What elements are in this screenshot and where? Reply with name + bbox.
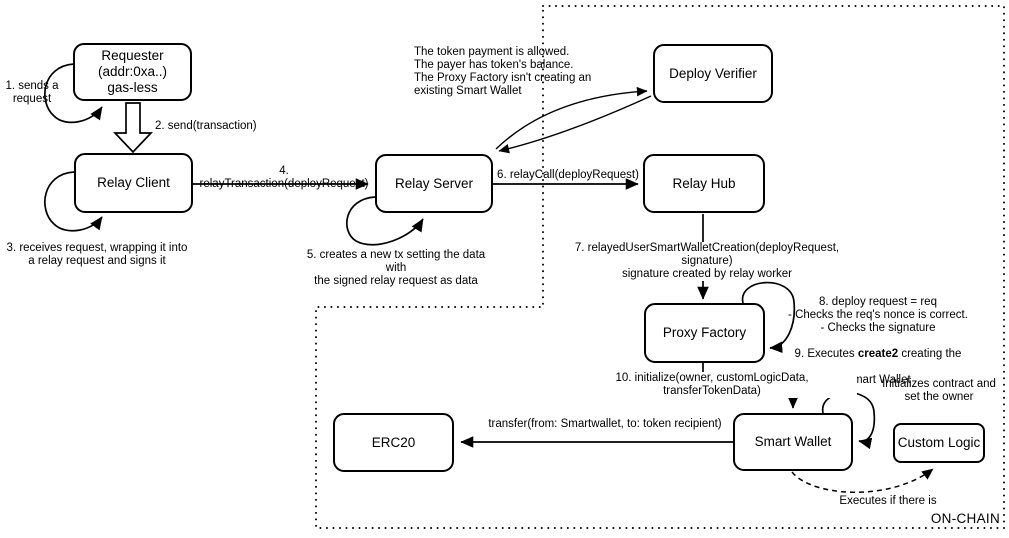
send-transaction-arrow [113,102,153,154]
step8-lines: 8. deploy request = req - Checks the req… [788,296,968,334]
node-deploy-verifier: Deploy Verifier [653,44,773,103]
requester-self-loop [44,63,103,124]
step10-label: 10. initialize(owner, customLogicData, t… [567,372,857,398]
factory-checks-note: 8. deploy request = req - Checks the req… [782,283,974,400]
verifier-note: The token payment is allowed. The payer … [414,46,592,97]
node-custom-logic: Custom Logic [893,423,985,463]
node-erc20: ERC20 [333,413,454,472]
step7-label: 7. relayedUserSmartWalletCreation(deploy… [552,242,862,281]
node-smart-wallet: Smart Wallet [733,413,853,471]
step2-label: 2. send(transaction) [155,120,257,132]
relay-client-self-loop [44,171,103,232]
transfer-label: transfer(from: Smartwallet, to: token re… [488,418,722,430]
execute-custom-logic-arrow [791,468,934,493]
node-relay-client: Relay Client [74,153,193,213]
node-relay-server: Relay Server [375,154,493,213]
step5-label: 5. creates a new tx setting the data wit… [306,249,486,287]
step6-label: 6. relayCall(deployRequest) [497,169,639,181]
node-proxy-factory: Proxy Factory [644,303,765,363]
executes-note: Executes if there is [839,495,937,507]
relay-server-self-loop [345,196,424,246]
verify-request-arc [495,86,648,150]
node-relay-hub: Relay Hub [643,154,765,213]
step3-label: 3. receives request, wrapping it into a … [6,242,188,267]
step1-label: 1. sends a request [5,80,59,105]
step4-label: 4. relayTransaction(deployRequest) [199,165,369,190]
onchain-region-label: ON-CHAIN [930,511,1000,526]
proxy-factory-self-loop [741,281,796,354]
smart-wallet-self-loop [822,391,876,450]
node-requester: Requester (addr:0xa..) gas-less [73,43,192,101]
step9-line: 9. Executes create2 creating the [794,348,962,360]
initialize-note: Initializes contract and set the owner [882,378,996,403]
verify-response-arc [498,95,652,154]
